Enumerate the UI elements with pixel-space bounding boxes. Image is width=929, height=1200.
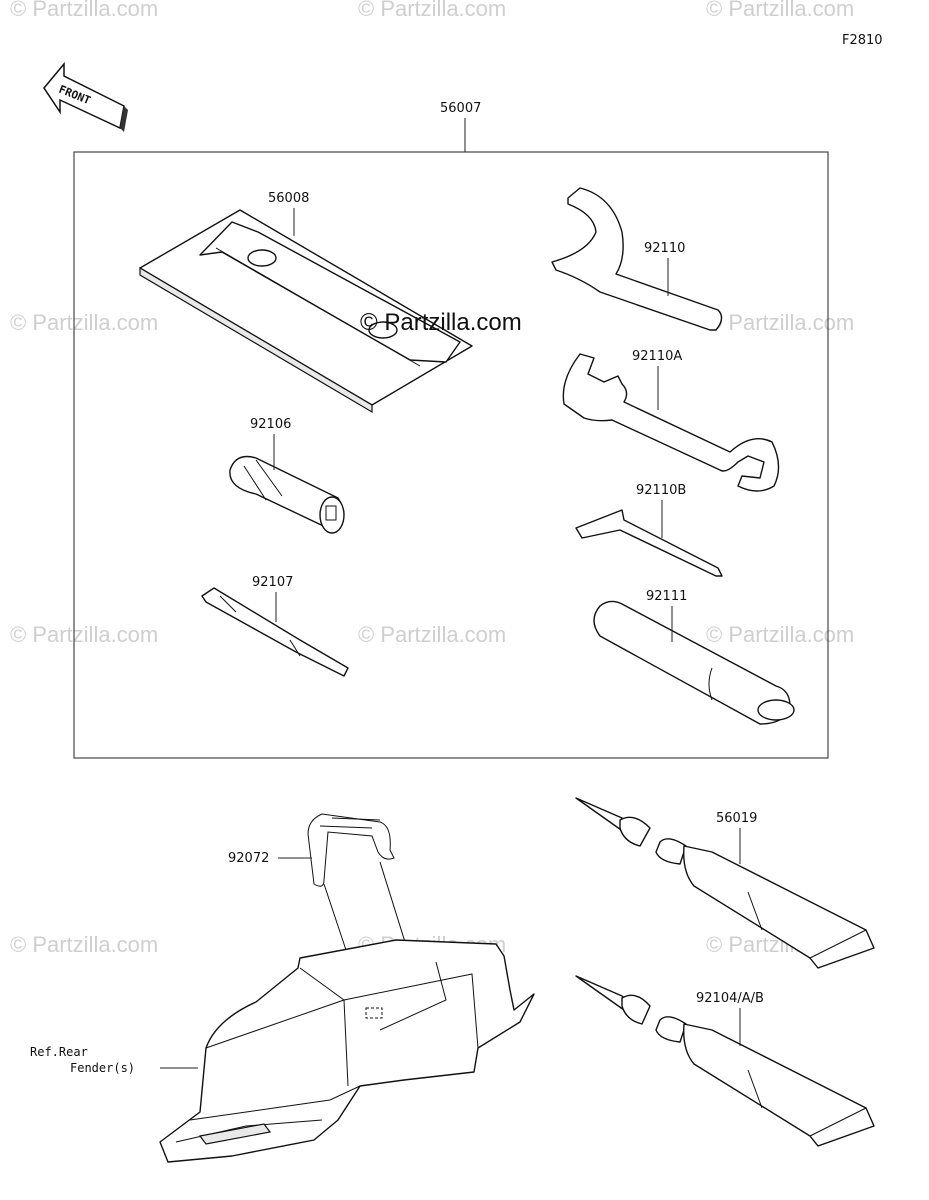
- figure-code: F2810: [842, 33, 883, 48]
- open-end-wrench: [562, 353, 780, 492]
- watermark: © Partzilla.com: [10, 310, 158, 335]
- watermark: © Partzilla.com: [706, 622, 854, 647]
- watermark: © Partzilla.com: [706, 310, 854, 335]
- adhesive-tube: [575, 975, 875, 1147]
- ref-label-line2: Fender(s): [70, 1061, 135, 1075]
- center-watermark: © Partzilla.com: [360, 309, 522, 336]
- hook-wrench: [551, 187, 723, 331]
- screwdriver-bit: [201, 587, 349, 677]
- ref-label-line1: Ref.Rear: [30, 1045, 88, 1059]
- socket-driver: [229, 455, 345, 534]
- hex-key: [575, 509, 723, 577]
- watermark: © Partzilla.com: [358, 622, 506, 647]
- label-56007: 56007: [440, 101, 481, 116]
- label-92104: 92104/A/B: [696, 991, 764, 1006]
- wire-clip: [307, 813, 395, 887]
- grease-tube: [575, 797, 875, 969]
- label-92072: 92072: [228, 851, 269, 866]
- watermark: © Partzilla.com: [10, 932, 158, 957]
- watermark: © Partzilla.com: [10, 0, 158, 21]
- label-92106: 92106: [250, 417, 291, 432]
- label-92110a: 92110A: [632, 349, 682, 364]
- tool-pouch: [139, 209, 473, 414]
- watermark: © Partzilla.com: [10, 622, 158, 647]
- handle-tube: [593, 600, 795, 725]
- label-56019: 56019: [716, 811, 757, 826]
- tool-kit-box: [73, 151, 829, 759]
- label-56008: 56008: [268, 191, 309, 206]
- label-92110: 92110: [644, 241, 685, 256]
- label-92111: 92111: [646, 589, 687, 604]
- watermark: © Partzilla.com: [706, 0, 854, 21]
- label-92110b: 92110B: [636, 483, 686, 498]
- watermark: © Partzilla.com: [358, 0, 506, 21]
- label-92107: 92107: [252, 575, 293, 590]
- rear-fender: [159, 939, 535, 1163]
- front-arrow-icon: FRONT: [43, 61, 128, 132]
